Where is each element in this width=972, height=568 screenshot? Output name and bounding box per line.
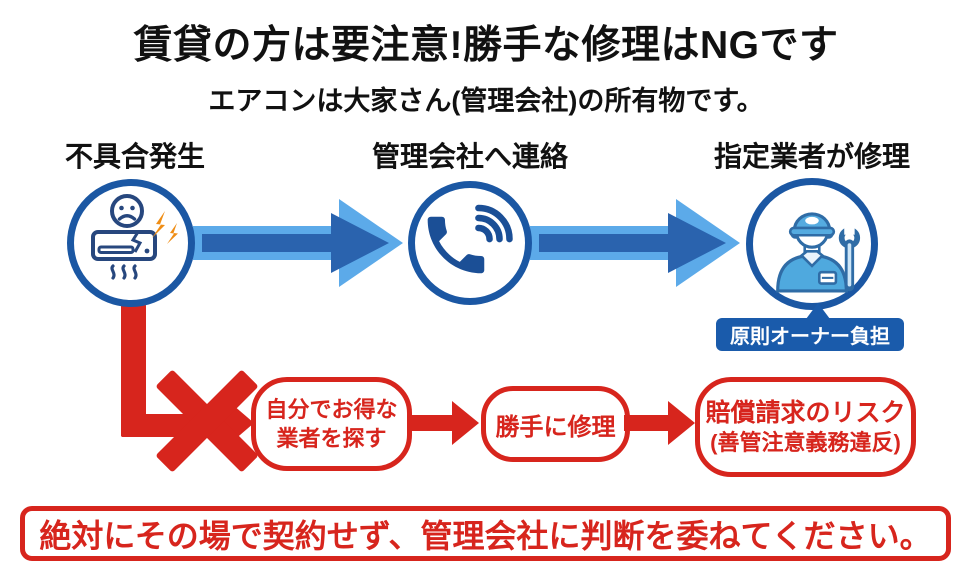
step2-circle	[408, 181, 532, 305]
blue-arrow-1-icon	[193, 195, 407, 296]
bad-step3-bubble: 賠償請求のリスク (善管注意義務違反)	[695, 377, 916, 477]
step1-circle	[67, 179, 195, 307]
blue-arrow-2-icon	[530, 195, 744, 296]
bad-step3-line1: 賠償請求のリスク	[705, 398, 906, 427]
footer-warning-banner: 絶対にその場で契約せず、管理会社に判断を委ねてください。	[20, 506, 951, 561]
step3-label: 指定業者が修理	[713, 141, 911, 172]
repair-worker-icon	[760, 190, 864, 299]
red-arrow-2-icon	[624, 400, 696, 451]
page-title: 賃貸の方は要注意!勝手な修理はNGです	[133, 24, 839, 67]
step1-label: 不具合発生	[64, 141, 206, 172]
bad-step1-line1: 自分でお得な	[265, 396, 398, 422]
phone-call-icon	[424, 195, 516, 292]
owner-burden-badge: 原則オーナー負担	[716, 318, 904, 351]
footer-warning-text: 絶対にその場で契約せず、管理会社に判断を委ねてください。	[39, 517, 932, 554]
bad-step2-line1: 勝手に修理	[495, 413, 616, 441]
bad-step1-bubble: 自分でお得な 業者を探す	[251, 377, 412, 471]
step3-circle	[746, 178, 878, 310]
badge-pointer	[806, 303, 830, 319]
red-arrow-1-icon	[408, 400, 480, 451]
bad-step1-line2: 業者を探す	[276, 426, 387, 451]
step2-label: 管理会社へ連絡	[371, 141, 569, 172]
broken-ac-sad-face-icon	[81, 190, 181, 297]
page-subtitle: エアコンは大家さん(管理会社)の所有物です。	[208, 86, 764, 116]
bad-step3-line2: (善管注意義務違反)	[710, 429, 901, 455]
bad-step2-bubble: 勝手に修理	[481, 386, 630, 462]
